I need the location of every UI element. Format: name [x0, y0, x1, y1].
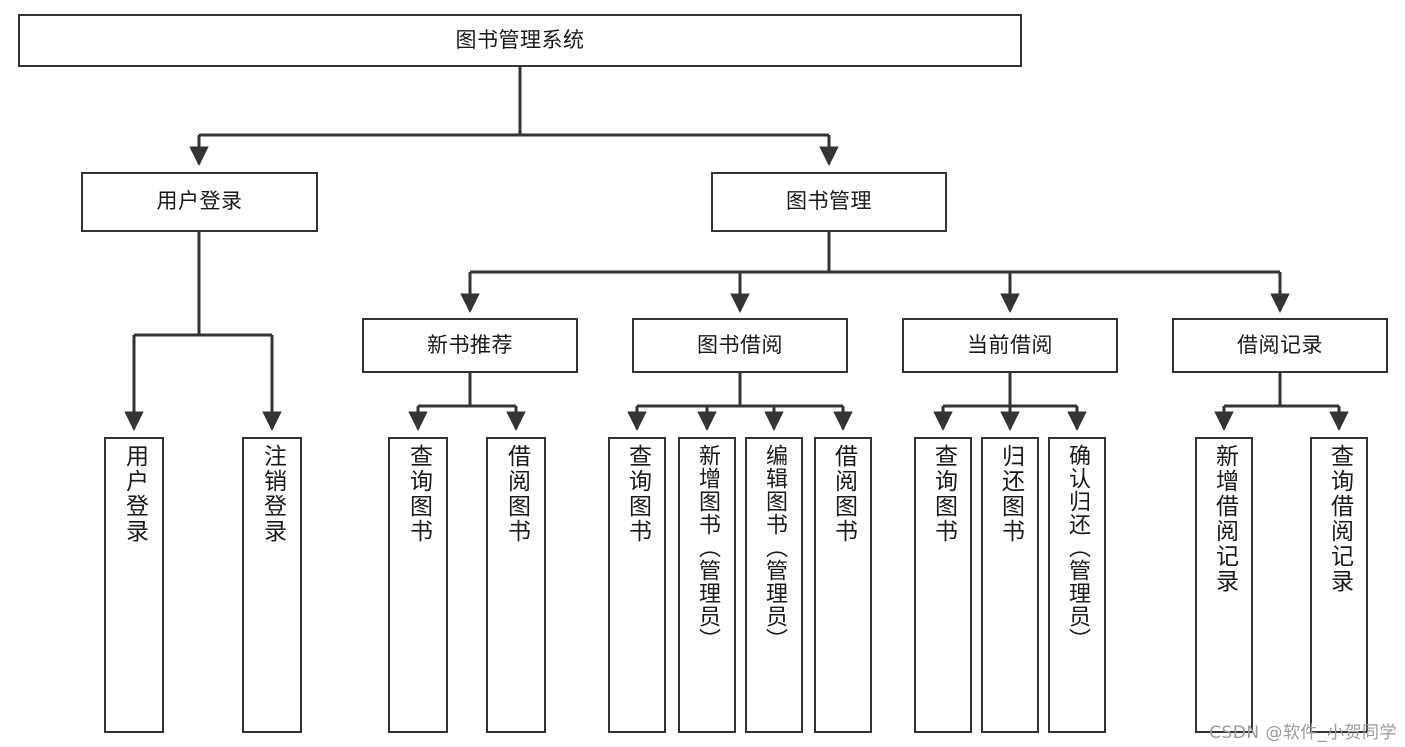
node-label: 归还图书 — [997, 444, 1024, 544]
node-label: 用户登录 — [156, 189, 243, 214]
node-leaf-confirm-return-admin[interactable]: 确认归还（管理员） — [1048, 437, 1106, 733]
node-label: 借阅图书 — [503, 444, 530, 544]
node-leaf-add-book-admin[interactable]: 新增图书（管理员） — [678, 437, 736, 733]
node-label: 用户登录 — [121, 444, 148, 544]
node-label: 确认归还（管理员） — [1065, 444, 1090, 651]
node-current-borrow[interactable]: 当前借阅 — [902, 318, 1118, 373]
node-label: 当前借阅 — [967, 332, 1053, 357]
node-label: 新增图书（管理员） — [695, 444, 720, 651]
node-leaf-borrow-book-recommend[interactable]: 借阅图书 — [486, 437, 546, 733]
node-label: 注销登录 — [259, 444, 286, 544]
node-label: 借阅图书 — [830, 444, 857, 544]
node-label: 借阅记录 — [1237, 332, 1323, 357]
node-book-management[interactable]: 图书管理 — [711, 172, 947, 232]
node-label: 查询图书 — [624, 444, 651, 544]
node-new-book-recommend[interactable]: 新书推荐 — [362, 318, 578, 373]
node-borrow-record[interactable]: 借阅记录 — [1172, 318, 1388, 373]
node-leaf-query-book-recommend[interactable]: 查询图书 — [388, 437, 448, 733]
node-leaf-borrow-book[interactable]: 借阅图书 — [814, 437, 872, 733]
node-leaf-edit-book-admin[interactable]: 编辑图书（管理员） — [745, 437, 803, 733]
node-label: 图书管理 — [786, 189, 872, 214]
node-leaf-return-book[interactable]: 归还图书 — [981, 437, 1039, 733]
node-label: 查询图书 — [405, 444, 432, 544]
watermark-text: CSDN @软件_小贺同学 — [1209, 723, 1397, 743]
node-leaf-user-login[interactable]: 用户登录 — [104, 437, 164, 733]
node-leaf-query-book-borrow[interactable]: 查询图书 — [608, 437, 666, 733]
node-label: 新增借阅记录 — [1211, 444, 1238, 594]
node-label: 新书推荐 — [427, 332, 513, 357]
node-label: 查询借阅记录 — [1326, 444, 1353, 594]
node-leaf-add-borrow-record[interactable]: 新增借阅记录 — [1195, 437, 1253, 733]
node-user-login[interactable]: 用户登录 — [81, 172, 318, 232]
node-system-root[interactable]: 图书管理系统 — [18, 14, 1022, 67]
node-leaf-query-book-current[interactable]: 查询图书 — [914, 437, 972, 733]
node-label: 图书管理系统 — [455, 27, 585, 52]
node-label: 编辑图书（管理员） — [762, 444, 787, 651]
node-label: 查询图书 — [930, 444, 957, 544]
node-book-borrow[interactable]: 图书借阅 — [632, 318, 848, 373]
node-leaf-logout[interactable]: 注销登录 — [242, 437, 302, 733]
node-leaf-query-borrow-record[interactable]: 查询借阅记录 — [1310, 437, 1368, 733]
node-label: 图书借阅 — [697, 332, 783, 357]
